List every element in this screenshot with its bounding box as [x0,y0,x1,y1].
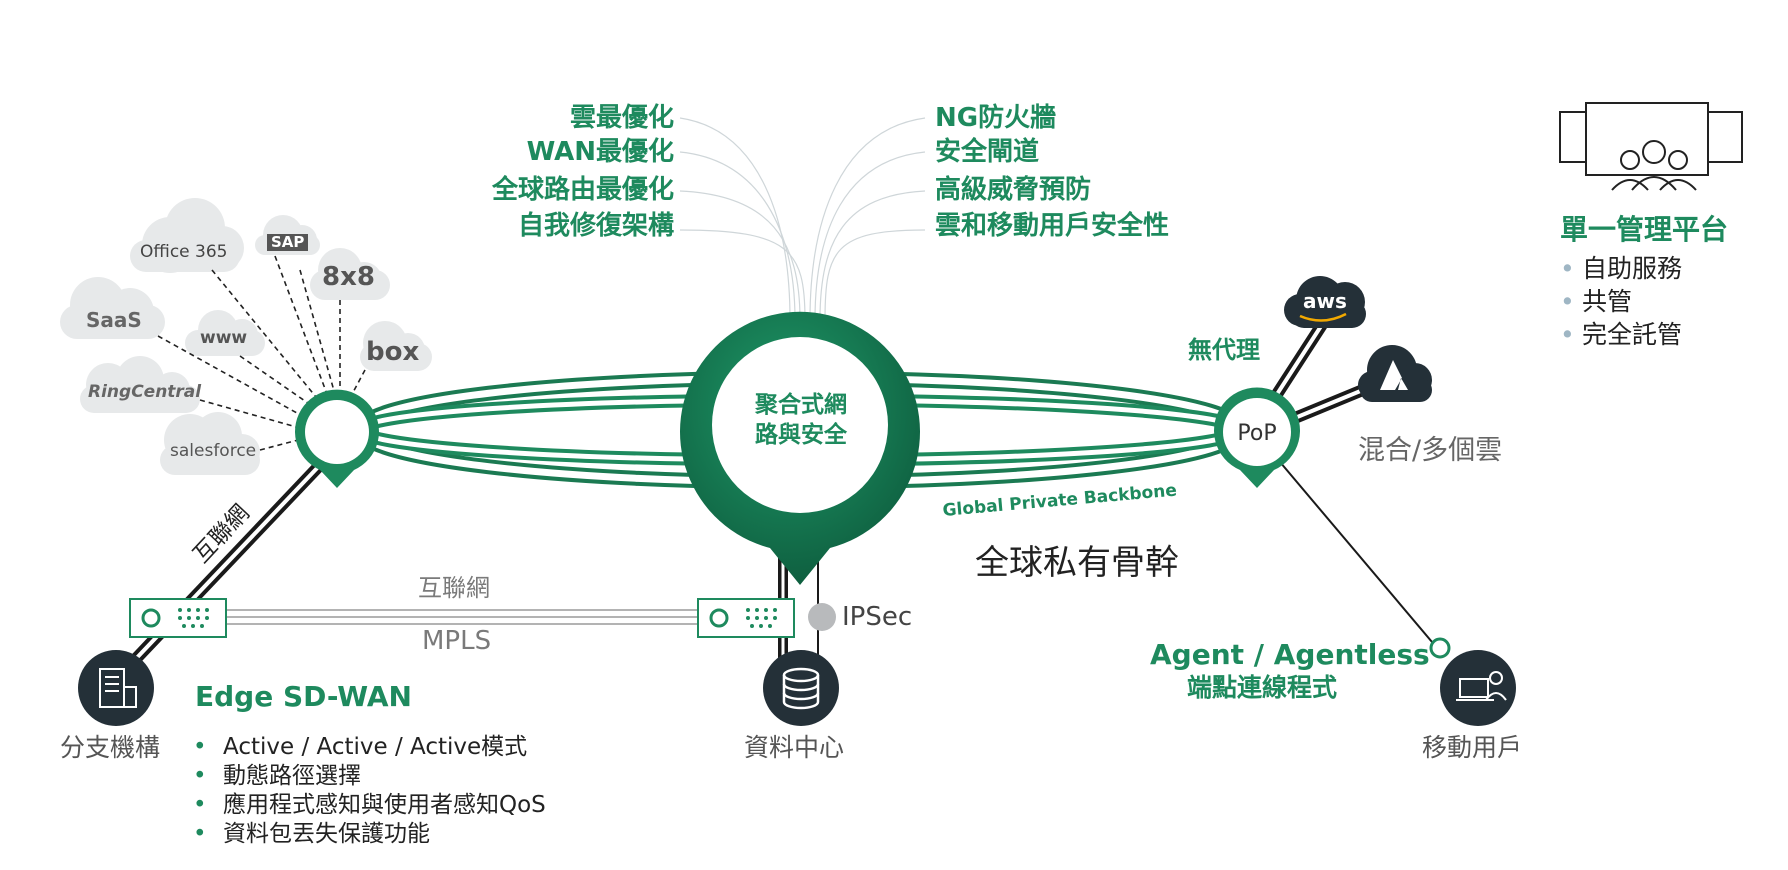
agent-subtitle: 端點連線程式 [1187,673,1338,702]
mobile-user-icon [1429,637,1516,726]
app-label-www: www [200,328,248,348]
app-label-8x8: 8x8 [322,262,375,292]
feature-cloud-opt: 雲最優化 [569,103,674,133]
feature-secure-gateway: 安全閘道 [935,137,1040,167]
cloud-box [360,321,432,371]
cloud-ringcentral [80,356,200,413]
mpls-label: MPLS [422,626,492,656]
core-label: 聚合式網 路與安全 [752,390,850,450]
feature-cloud-mobile-security: 雲和移動用戶安全性 [935,211,1170,241]
mgmt-feature-item: 共管 [1560,285,1682,318]
sdwan-device-datacenter [697,598,795,638]
cloud-8x8 [310,248,390,300]
mgmt-feature-item: 完全託管 [1560,318,1682,351]
internet-mpls-lines [226,609,700,625]
pop-label: PoP [1237,421,1277,446]
mgmt-title: 單一管理平台 [1560,213,1729,246]
pop-node [1214,387,1300,488]
feature-list-security: NG防火牆 安全閘道 高級威脅預防 雲和移動用戶安全性 [935,105,1169,239]
edge-feature-item: 動態路徑選擇 [193,762,546,791]
feature-connector-lines [679,117,926,321]
core-node [680,311,921,585]
aws-label: aws [1303,289,1347,313]
mgmt-feature-list: 自助服務 共管 完全託管 [1560,252,1682,351]
agentless-label: 無代理 [1188,336,1260,364]
core-label-line1: 聚合式網 [755,392,847,418]
aws-cloud-icon [1284,276,1366,328]
app-label-office365: Office 365 [140,242,228,262]
edge-feature-item: 應用程式感知與使用者感知QoS [193,791,546,820]
feature-routing-opt: 全球路由最優化 [491,175,674,205]
feature-ngfw: NG防火牆 [935,103,1057,133]
feature-self-healing: 自我修復架構 [517,211,674,241]
branch-building-icon [78,650,154,726]
feature-wan-opt: WAN最優化 [526,137,674,167]
edge-feature-list: Active / Active / Active模式 動態路徑選擇 應用程式感知… [193,733,546,849]
app-dashed-lines [157,255,366,451]
azure-cloud-icon [1358,345,1432,402]
agent-title: Agent / Agentless [1150,638,1430,671]
app-label-ringcentral: RingCentral [88,382,202,402]
backbone-label-zh: 全球私有骨幹 [975,543,1179,583]
branch-node [295,389,379,488]
feature-list-optimization: 雲最優化 WAN最優化 全球路由最優化 自我修復架構 [492,105,674,239]
datacenter-label: 資料中心 [744,733,845,762]
cloud-salesforce [160,412,260,475]
cloud-www [185,310,265,356]
app-label-box: box [366,337,420,367]
edge-sdwan-title: Edge SD-WAN [195,680,412,713]
database-icon [763,650,839,726]
cloud-saas [60,277,165,339]
internet-label: 互聯網 [418,574,490,602]
mobile-user-label: 移動用戶 [1422,733,1523,762]
app-label-saas: SaaS [86,308,142,332]
app-label-salesforce: salesforce [170,441,257,461]
core-label-line2: 路與安全 [755,422,847,448]
sdwan-device-branch [129,598,227,638]
branch-label: 分支機構 [60,733,161,762]
cloud-apps [60,198,432,475]
edge-feature-item: 資料包丟失保護功能 [193,820,546,849]
mgmt-feature-item: 自助服務 [1560,252,1682,285]
edge-feature-item: Active / Active / Active模式 [193,733,546,762]
app-label-sap: SAP [267,234,309,251]
ipsec-dot [808,603,836,631]
ipsec-label: IPSec [842,602,913,632]
cloud-office365 [130,198,244,273]
hybrid-cloud-label: 混合/多個雲 [1358,435,1503,466]
feature-threat-prevention: 高級威脅預防 [935,175,1092,205]
management-console-icon [1559,102,1743,191]
